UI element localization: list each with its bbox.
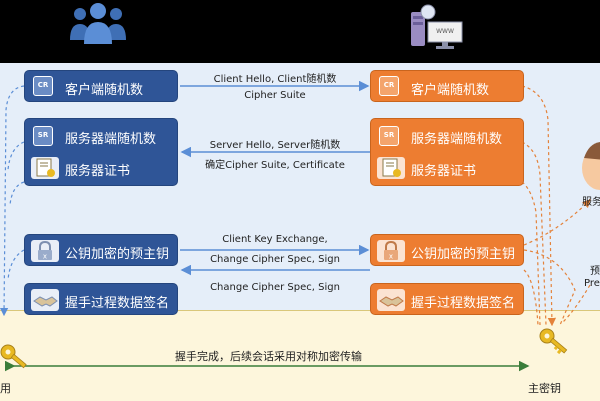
key-icon xyxy=(539,328,568,355)
server-server-info-box: SR 服务器端随机数 服务器证书 xyxy=(370,118,524,186)
server-encrypted-premaster-label: 公钥加密的预主钥 xyxy=(411,247,516,262)
premaster-label-partial-1: 预 xyxy=(590,266,600,277)
certificate-icon xyxy=(31,157,59,179)
encrypted-premaster-label: 公钥加密的预主钥 xyxy=(65,247,170,262)
msg-key-exchange-2: Change Cipher Spec, Sign xyxy=(210,254,340,265)
client-user-icon xyxy=(70,3,126,44)
server-server-random-badge: SR xyxy=(379,126,399,146)
server-handshake-signature-label: 握手过程数据签名 xyxy=(411,296,516,311)
msg-client-hello-2: Cipher Suite xyxy=(244,90,306,101)
premaster-label-partial-2: Pre xyxy=(584,278,600,289)
msg-change-cipher: Change Cipher Spec, Sign xyxy=(210,282,340,293)
handshake-signature-label: 握手过程数据签名 xyxy=(65,296,170,311)
server-info-box: SR 服务器端随机数 服务器证书 xyxy=(24,118,178,186)
server-random-label: 服务器端随机数 xyxy=(65,132,157,147)
msg-key-exchange-1: Client Key Exchange, xyxy=(222,234,328,245)
master-key-label-left: 用 xyxy=(0,382,11,395)
server-server-cert-label: 服务器证书 xyxy=(411,164,477,179)
server-site-label: WWW xyxy=(436,28,454,35)
master-key-label: 主密钥 xyxy=(528,382,561,395)
server-computer-icon xyxy=(411,4,463,49)
right-dashed-links xyxy=(521,85,591,327)
session-area xyxy=(0,310,600,401)
encrypted-premaster-box: x 公钥加密的预主钥 xyxy=(24,234,178,266)
server-label-partial: 服务 xyxy=(582,197,600,208)
certificate-icon xyxy=(377,157,405,179)
exchange-area xyxy=(0,63,600,310)
svg-text:x: x xyxy=(43,253,47,261)
server-random-badge: SR xyxy=(33,126,53,146)
server-handshake-signature-box: 握手过程数据签名 xyxy=(370,283,524,315)
client-random-badge: CR xyxy=(33,76,53,96)
svg-text:x: x xyxy=(389,253,393,261)
key-icon xyxy=(0,344,27,369)
msg-server-hello-1: Server Hello, Server随机数 xyxy=(209,140,341,151)
client-random-label: 客户端随机数 xyxy=(65,83,144,98)
msg-client-hello-1: Client Hello, Client随机数 xyxy=(213,74,337,85)
badge-text: SR xyxy=(383,131,395,139)
badge-text: CR xyxy=(383,81,395,89)
handshake-signature-box: 握手过程数据签名 xyxy=(24,283,178,315)
server-person-icon xyxy=(582,142,600,190)
msg-server-hello-2: 确定Cipher Suite, Certificate xyxy=(205,160,345,171)
lock-icon: x xyxy=(377,240,405,262)
server-client-random-badge: CR xyxy=(379,76,399,96)
handshake-complete-text: 握手完成，后续会话采用对称加密传输 xyxy=(175,350,362,363)
client-random-box: CR 客户端随机数 xyxy=(24,70,178,102)
badge-text: CR xyxy=(37,81,49,89)
server-encrypted-premaster-box: x 公钥加密的预主钥 xyxy=(370,234,524,266)
handshake-icon xyxy=(377,289,405,311)
left-dashed-links xyxy=(0,85,25,317)
badge-text: SR xyxy=(37,131,49,139)
lock-icon: x xyxy=(31,240,59,262)
handshake-icon xyxy=(31,289,59,311)
server-client-random-label: 客户端随机数 xyxy=(411,83,490,98)
server-server-random-label: 服务器端随机数 xyxy=(411,132,503,147)
server-client-random-box: CR 客户端随机数 xyxy=(370,70,524,102)
server-cert-label: 服务器证书 xyxy=(65,164,131,179)
